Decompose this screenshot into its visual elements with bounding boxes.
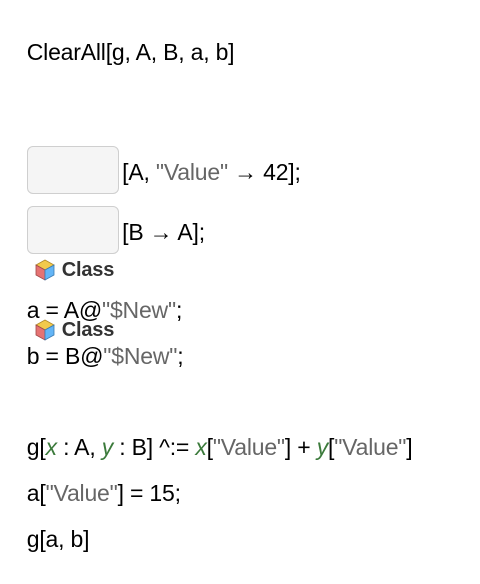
code-text: [ bbox=[206, 434, 213, 460]
pattern-variable: x bbox=[195, 434, 207, 460]
string-literal: "$New" bbox=[102, 297, 176, 323]
code-text: ] + bbox=[284, 434, 317, 460]
code-text: ; bbox=[175, 297, 183, 323]
code-text: ClearAll[g, A, B, a, b] bbox=[26, 39, 235, 65]
chip-label: Class bbox=[61, 258, 115, 281]
pattern-variable: x bbox=[45, 434, 58, 460]
code-text: b = B@ bbox=[26, 343, 104, 369]
code-text: g[a, b] bbox=[26, 526, 90, 552]
string-literal: "Value" bbox=[212, 434, 285, 460]
input-line-upvalue[interactable]: g[x : A, y : B] ^:= x["Value"] + y["Valu… bbox=[2, 402, 413, 460]
code-text: : B] ^:= bbox=[113, 434, 196, 460]
code-text: [B → A]; bbox=[122, 218, 205, 245]
input-line-g-call[interactable]: g[a, b] bbox=[2, 494, 90, 552]
code-text: ] bbox=[406, 434, 413, 460]
string-literal: "Value" bbox=[45, 480, 118, 506]
string-literal: "Value" bbox=[334, 434, 407, 460]
code-text: → 42]; bbox=[227, 158, 301, 185]
input-line-class-b[interactable]: Class [B → A]; bbox=[2, 155, 205, 341]
code-text: ] = 15; bbox=[117, 480, 181, 506]
string-literal: "$New" bbox=[103, 343, 178, 369]
input-line-set-value[interactable]: a["Value"] = 15; bbox=[2, 448, 181, 506]
code-text: g[ bbox=[26, 434, 46, 460]
chip-label: Class bbox=[61, 318, 115, 341]
string-literal: "Value" bbox=[155, 158, 228, 185]
class-chip[interactable]: Class bbox=[26, 145, 120, 281]
code-text: : A, bbox=[56, 434, 102, 460]
pattern-variable: y bbox=[101, 434, 114, 460]
pattern-variable: y bbox=[316, 434, 329, 460]
input-line-class-a[interactable]: Class [A, "Value" → 42]; bbox=[2, 95, 301, 281]
cube-icon bbox=[34, 259, 55, 281]
input-line-b-new[interactable]: b = B@"$New"; bbox=[2, 311, 184, 369]
class-chip[interactable]: Class bbox=[26, 205, 120, 341]
code-text: a = A@ bbox=[26, 297, 102, 323]
code-text: a[ bbox=[26, 480, 46, 506]
input-line-clearall[interactable]: ClearAll[g, A, B, a, b] bbox=[2, 7, 235, 65]
code-text: ; bbox=[177, 343, 184, 369]
cube-icon bbox=[34, 319, 55, 341]
code-text: [A, bbox=[122, 158, 156, 185]
code-text: [ bbox=[328, 434, 335, 460]
input-line-a-new[interactable]: a = A@"$New"; bbox=[2, 265, 183, 323]
